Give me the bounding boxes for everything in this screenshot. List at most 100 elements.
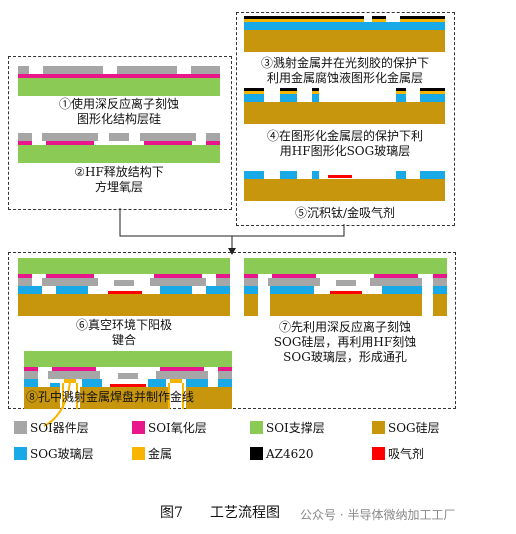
legend-label-metal: 金属 (148, 447, 173, 461)
legend-label-sog-silicon: SOG硅层 (388, 421, 440, 435)
legend-label-getter: 吸气剂 (388, 447, 425, 461)
soi-oxide-layer (18, 141, 32, 145)
az4620-layer (280, 88, 297, 91)
sog-silicon-layer (270, 294, 422, 316)
soi-oxide-layer (433, 274, 447, 278)
soi-device-layer (48, 371, 100, 379)
sog-glass-layer (82, 379, 102, 387)
soi-device-layer (42, 133, 98, 141)
soi-oxide-layer (52, 367, 96, 371)
metal-via-lining (182, 383, 184, 409)
soi-oxide-layer (374, 274, 418, 278)
group-box-sog-process (236, 12, 455, 226)
legend-swatch-soi-oxide (132, 421, 145, 434)
step8-caption-line1: ⑧孔中溅射金属焊盘并制作金线 (26, 390, 195, 404)
soi-support-layer (244, 258, 447, 274)
metal-via-lining (76, 383, 78, 409)
soi-device-layer (18, 278, 32, 286)
sog-glass-layer (280, 171, 297, 179)
sog-glass-layer (420, 94, 445, 102)
sog-glass-layer (396, 94, 406, 102)
soi-oxide-layer (160, 367, 204, 371)
sog-glass-layer (382, 286, 422, 294)
legend-label-sog-glass: SOG玻璃层 (30, 447, 94, 461)
soi-oxide-layer (18, 74, 220, 78)
sog-glass-layer (56, 286, 88, 294)
soi-oxide-layer (272, 274, 316, 278)
soi-oxide-layer (18, 274, 32, 278)
soi-device-layer (206, 133, 220, 141)
soi-device-layer (109, 133, 129, 141)
soi-device-layer (218, 371, 232, 379)
figure-title: 工艺流程图 (210, 505, 280, 521)
soi-device-layer (150, 278, 206, 286)
soi-oxide-layer (46, 274, 94, 278)
soi-oxide-layer (244, 274, 258, 278)
soi-oxide-layer (154, 274, 202, 278)
metal-via-lining (168, 383, 170, 409)
soi-device-layer (268, 278, 320, 286)
legend-swatch-az4620 (250, 447, 263, 460)
step7-caption: ⑦先利用深反应离子刻蚀 SOG硅层，再利用HF刻蚀 SOG玻璃层，形成通孔 (240, 320, 450, 365)
watermark: 公众号 · 半导体微纳加工工厂 (300, 508, 456, 522)
metal-layer (400, 19, 445, 22)
metal-layer (312, 91, 319, 94)
getter-layer (110, 384, 146, 387)
soi-device-layer (370, 278, 422, 286)
az4620-layer (420, 88, 445, 91)
legend-swatch-metal (132, 447, 145, 460)
step2-caption-line2: 方埋氧层 (94, 180, 143, 194)
sog-silicon-layer (244, 102, 445, 124)
sog-silicon-layer (18, 294, 230, 316)
sog-glass-layer (18, 286, 42, 294)
step2-caption-line1: ②HF释放结构下 (74, 165, 164, 179)
sog-glass-layer (396, 171, 406, 179)
az4620-layer (312, 88, 319, 91)
soi-oxide-layer (218, 367, 232, 371)
metal-layer (244, 19, 364, 22)
getter-layer (328, 175, 352, 178)
sog-glass-layer (244, 171, 264, 179)
sog-silicon-layer (244, 294, 258, 316)
sog-silicon-layer (80, 387, 168, 409)
sog-silicon-layer (244, 179, 445, 201)
legend-label-soi-device: SOI器件层 (30, 421, 89, 435)
metal-layer (372, 19, 386, 22)
soi-support-layer (18, 145, 220, 163)
sog-glass-layer (206, 286, 230, 294)
step1-caption-line1: ①使用深反应离子刻蚀 (58, 97, 179, 111)
metal-pad (64, 379, 76, 383)
step6-caption: ⑥真空环境下阳极 键合 (18, 318, 230, 348)
metal-layer (244, 91, 264, 94)
step4-caption: ④在图形化金属层的保护下利 用HF图形化SOG玻璃层 (240, 129, 450, 159)
az4620-layer (244, 16, 364, 19)
step4-caption-line1: ④在图形化金属层的保护下利 (266, 129, 423, 143)
soi-device-layer (244, 278, 258, 286)
sog-glass-layer (280, 94, 297, 102)
legend-swatch-sog-silicon (372, 421, 385, 434)
soi-oxide-layer (216, 274, 230, 278)
step1-caption-line2: 图形化结构层硅 (76, 112, 161, 126)
legend-swatch-sog-glass (14, 447, 27, 460)
step7-caption-line1: ⑦先利用深反应离子刻蚀 (278, 320, 411, 334)
legend-swatch-soi-support (250, 421, 263, 434)
soi-device-layer (191, 66, 220, 74)
soi-device-layer (114, 280, 134, 286)
sog-glass-layer (50, 383, 60, 387)
soi-oxide-layer (24, 367, 38, 371)
step3-caption: ③溅射金属并在光刻胶的保护下 利用金属腐蚀液图形化金属层 (240, 56, 450, 86)
sog-glass-layer (270, 286, 314, 294)
sog-glass-layer (186, 379, 208, 387)
step2-caption: ②HF释放结构下 方埋氧层 (18, 165, 220, 195)
legend-label-soi-oxide: SOI氧化层 (148, 421, 207, 435)
step8-caption: ⑧孔中溅射金属焊盘并制作金线 (18, 390, 238, 405)
step6-caption-line1: ⑥真空环境下阳极 (75, 318, 172, 332)
metal-layer (280, 91, 297, 94)
soi-oxide-layer (144, 141, 192, 145)
step3-caption-line1: ③溅射金属并在光刻胶的保护下 (260, 56, 429, 70)
az4620-layer (400, 16, 445, 19)
soi-support-layer (18, 258, 230, 274)
soi-device-layer (42, 278, 98, 286)
getter-layer (330, 291, 362, 294)
